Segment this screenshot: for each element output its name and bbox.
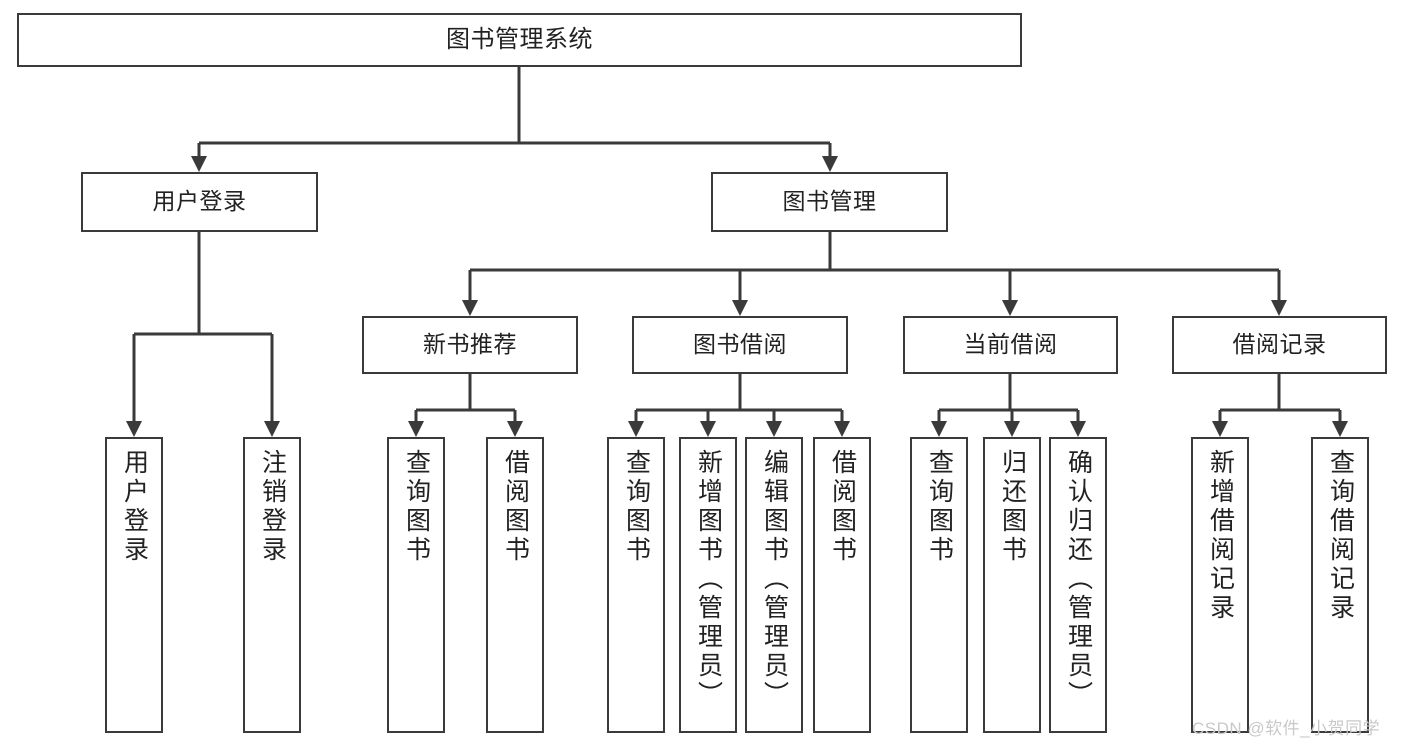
node-leaf-add-book-label: 新增图书（管理员） [694,449,723,710]
node-leaf-borrow-book-1[interactable]: 借阅图书 [486,437,544,733]
node-new-book-recommend[interactable]: 新书推荐 [362,316,578,374]
node-leaf-return-book[interactable]: 归还图书 [983,437,1041,733]
node-leaf-edit-book-label: 编辑图书（管理员） [760,449,789,710]
node-leaf-confirm-return[interactable]: 确认归还（管理员） [1049,437,1107,733]
node-book-manage-label: 图书管理 [782,188,877,215]
node-leaf-return-book-label: 归还图书 [998,449,1027,565]
node-leaf-query-book-3-label: 查询图书 [925,449,954,565]
node-leaf-add-record[interactable]: 新增借阅记录 [1191,437,1249,733]
node-leaf-logout-label: 注销登录 [258,449,287,565]
node-borrow-record-label: 借阅记录 [1232,331,1327,358]
node-leaf-add-book[interactable]: 新增图书（管理员） [679,437,737,733]
node-book-manage[interactable]: 图书管理 [711,172,948,232]
node-book-borrow-label: 图书借阅 [693,331,787,358]
node-new-book-recommend-label: 新书推荐 [423,331,517,358]
node-leaf-confirm-return-label: 确认归还（管理员） [1064,449,1093,710]
node-leaf-edit-book[interactable]: 编辑图书（管理员） [745,437,803,733]
node-leaf-query-book-3[interactable]: 查询图书 [910,437,968,733]
node-leaf-user-login-label: 用户登录 [120,449,149,565]
node-current-borrow-label: 当前借阅 [963,331,1058,358]
node-leaf-borrow-book-2[interactable]: 借阅图书 [813,437,871,733]
node-leaf-user-login[interactable]: 用户登录 [105,437,163,733]
node-leaf-query-record-label: 查询借阅记录 [1326,449,1355,623]
node-leaf-query-book-2[interactable]: 查询图书 [607,437,665,733]
node-borrow-record[interactable]: 借阅记录 [1172,316,1387,374]
node-leaf-borrow-book-2-label: 借阅图书 [828,449,857,565]
node-leaf-query-record[interactable]: 查询借阅记录 [1311,437,1369,733]
node-leaf-query-book-2-label: 查询图书 [622,449,651,565]
node-leaf-add-record-label: 新增借阅记录 [1206,449,1235,623]
node-leaf-borrow-book-1-label: 借阅图书 [501,449,530,565]
node-leaf-logout[interactable]: 注销登录 [243,437,301,733]
node-current-borrow[interactable]: 当前借阅 [903,316,1118,374]
node-user-login-label: 用户登录 [152,188,247,215]
node-leaf-query-book-1[interactable]: 查询图书 [387,437,445,733]
node-root-label: 图书管理系统 [446,25,593,53]
node-user-login[interactable]: 用户登录 [81,172,318,232]
node-book-borrow[interactable]: 图书借阅 [632,316,848,374]
node-leaf-query-book-1-label: 查询图书 [402,449,431,565]
node-root[interactable]: 图书管理系统 [17,13,1022,67]
watermark: CSDN @软件_小贺同学 [1192,719,1381,738]
